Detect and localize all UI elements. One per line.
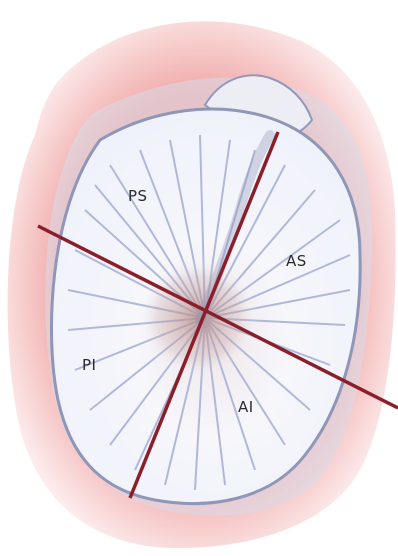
label-pi: PI: [82, 356, 96, 374]
label-ai: AI: [238, 398, 254, 416]
label-as: AS: [286, 252, 307, 270]
label-ps: PS: [128, 187, 148, 205]
